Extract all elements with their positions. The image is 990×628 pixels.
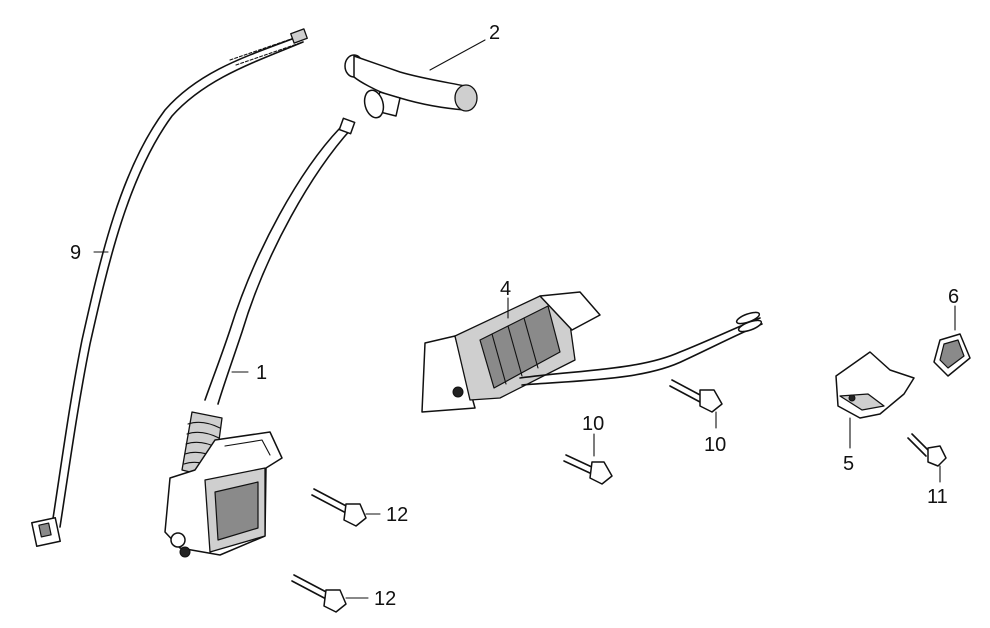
charge-coil — [421, 291, 763, 413]
bolt-10-left — [563, 433, 613, 485]
callout-part-1: 1 — [256, 362, 267, 384]
callout-part-10-right: 10 — [704, 434, 726, 456]
callout-part-12-upper: 12 — [386, 504, 408, 526]
bracket — [835, 351, 915, 449]
callout-part-10-left: 10 — [582, 413, 604, 435]
callout-part-4: 4 — [500, 278, 511, 300]
bolt-10-right — [669, 379, 723, 429]
ignition-coil — [164, 117, 356, 558]
callout-part-5: 5 — [843, 453, 854, 475]
callout-part-2: 2 — [489, 22, 500, 44]
spark-plug-cap — [344, 39, 486, 119]
bolt-11 — [907, 433, 947, 483]
stop-switch-wire — [31, 28, 308, 547]
bolt-12-upper — [311, 488, 381, 527]
callout-part-6: 6 — [948, 286, 959, 308]
callout-part-11: 11 — [927, 486, 948, 508]
callout-part-9: 9 — [70, 242, 81, 264]
callout-part-12-lower: 12 — [374, 588, 396, 610]
clip — [933, 305, 971, 377]
bolt-12-lower — [291, 574, 369, 613]
